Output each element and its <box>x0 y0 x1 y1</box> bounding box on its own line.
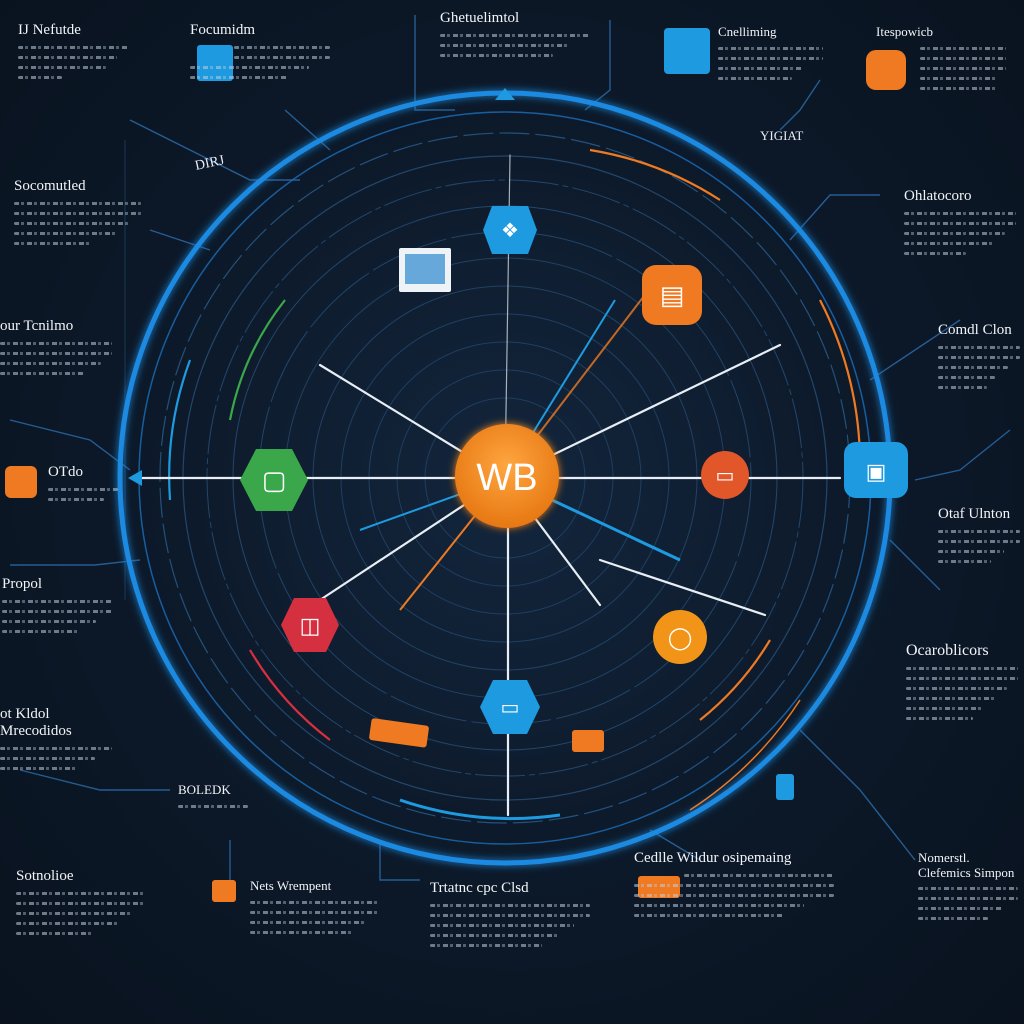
ring-label-1: DIRJ <box>194 153 227 174</box>
panel-title: Sotnolioe <box>16 868 74 884</box>
center-label: WB <box>476 457 537 499</box>
panel-subtitle: Mrecodidos <box>0 723 72 739</box>
panel-left-2: our Tcnilmo <box>0 318 112 375</box>
bulb-icon: ◯ <box>668 626 693 651</box>
node-lower-right[interactable]: ◯ <box>653 610 707 664</box>
panel-title: Ohlatocoro <box>904 188 972 204</box>
puzzle-icon: ❖ <box>501 218 519 242</box>
node-left[interactable]: ▢ <box>240 449 308 511</box>
panel-title: IJ Nefutde <box>18 22 81 38</box>
laptop-icon: ▭ <box>501 695 520 719</box>
panel-title: our Tcnilmo <box>0 318 74 334</box>
chat-bubble-icon: ▢ <box>262 466 287 496</box>
panel-left-1: Socomutled <box>14 178 142 245</box>
chart-icon: ◫ <box>300 614 321 639</box>
panel-left-4: Propol <box>2 576 112 633</box>
panel-top-mid-right: Cnelliming <box>718 24 823 80</box>
panel-right-3: Otaf Ulnton <box>938 506 1020 563</box>
panel-right-2: Comdl Clon <box>938 322 1020 389</box>
chat-icon: ▣ <box>866 460 887 485</box>
node-bottom[interactable]: ▭ <box>480 680 540 734</box>
panel-left-5: ot Kldol Mrecodidos <box>0 706 112 770</box>
panel-title: Trtatnc cpc Clsd <box>430 880 529 896</box>
panel-title: Ghetuelimtol <box>440 10 520 26</box>
panel-top-left: IJ Nefutde <box>18 22 128 79</box>
panel-title: Ocaroblicors <box>906 642 989 659</box>
panel-title: Cedlle Wildur osipemaing <box>634 850 792 866</box>
panel-title: Otaf Ulnton <box>938 506 1011 522</box>
panel-top-right: Itespowicb <box>876 24 1006 90</box>
center-hub[interactable]: WB <box>455 424 559 528</box>
panel-left-3: OTdo <box>48 464 118 501</box>
node-far-right[interactable]: ▣ <box>844 442 908 498</box>
circuit-lines <box>9 15 1011 900</box>
panel-bottom-left: Sotnolioe <box>16 868 146 935</box>
node-upper-right[interactable]: ▤ <box>642 265 702 325</box>
node-upper-left[interactable] <box>399 248 451 292</box>
arrowheads <box>128 88 515 486</box>
ring-label-2: YIGIAT <box>760 128 803 143</box>
panel-title: Nomerstl. Clefemics Simpon <box>918 850 1015 880</box>
panel-bottom-center: Trtatnc cpc Clsd <box>430 880 590 947</box>
panel-title: Propol <box>2 576 43 592</box>
panel-top-mid-left: Focumidm <box>190 22 330 79</box>
ring-accents <box>168 148 862 821</box>
screenshot-icon <box>405 254 445 284</box>
node-right[interactable]: ▭ <box>701 451 749 499</box>
panel-title: ot Kldol <box>0 706 50 722</box>
monitor-icon: ▭ <box>716 463 735 487</box>
panel-left-6: BOLEDK <box>178 782 248 808</box>
panel-right-1: Ohlatocoro <box>904 188 1016 255</box>
panel-title: Focumidm <box>190 22 256 38</box>
panel-title: OTdo <box>48 464 83 480</box>
panel-title: Nets Wrempent <box>250 878 332 893</box>
panel-right-4: Ocaroblicors <box>906 642 1018 720</box>
panel-title: Itespowicb <box>876 24 934 39</box>
panel-bottom-mid-right: Cedlle Wildur osipemaing <box>634 850 834 917</box>
panel-title: Cnelliming <box>718 24 777 39</box>
document-icon: ▤ <box>660 281 685 311</box>
node-lower-left[interactable]: ◫ <box>281 598 339 652</box>
panel-bottom-mid-left: Nets Wrempent <box>250 878 380 934</box>
panel-title: BOLEDK <box>178 782 231 797</box>
panel-title: Socomutled <box>14 178 86 194</box>
panel-title: Comdl Clon <box>938 322 1012 338</box>
panel-bottom-right: Nomerstl. Clefemics Simpon <box>918 850 1018 920</box>
small-tags <box>5 28 906 902</box>
panel-top-center: Ghetuelimtol <box>440 10 590 57</box>
node-top[interactable]: ❖ <box>483 206 537 254</box>
